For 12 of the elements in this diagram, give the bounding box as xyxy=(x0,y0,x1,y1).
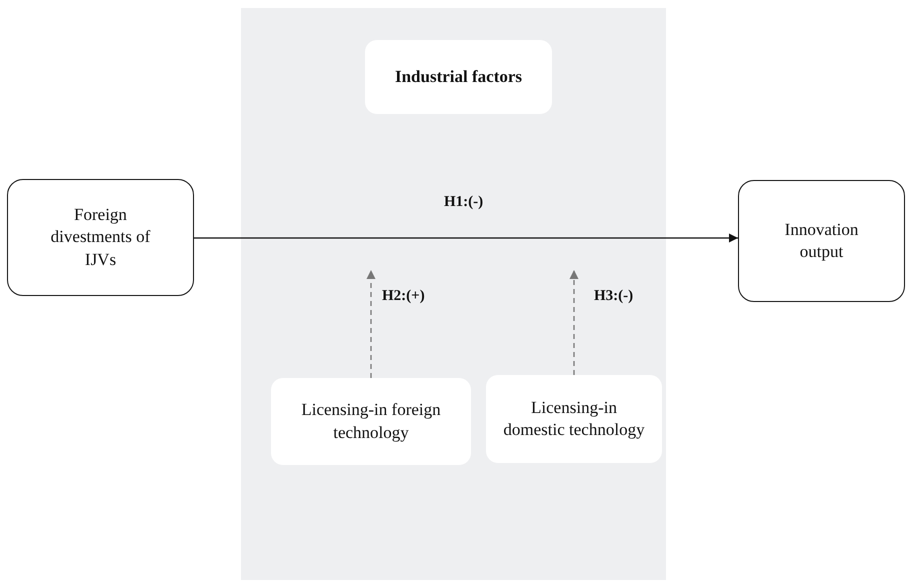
factor-box: Licensing-in foreign technology xyxy=(271,378,471,465)
rounded-box: Foreign divestments of IJVs xyxy=(7,179,194,296)
factor-box: Industrial factors xyxy=(365,40,552,114)
dashed-arrow xyxy=(570,270,578,375)
dashed-arrow xyxy=(366,270,376,378)
edge-label: H2:(+) xyxy=(382,288,425,305)
edge-label: H1:(-) xyxy=(444,194,484,211)
background-panel xyxy=(241,8,666,580)
rounded-box: Innovation output xyxy=(738,180,905,302)
edge-label: H3:(-) xyxy=(594,288,634,305)
factor-box: Licensing-in domestic technology xyxy=(486,375,662,463)
arrow xyxy=(194,234,738,242)
